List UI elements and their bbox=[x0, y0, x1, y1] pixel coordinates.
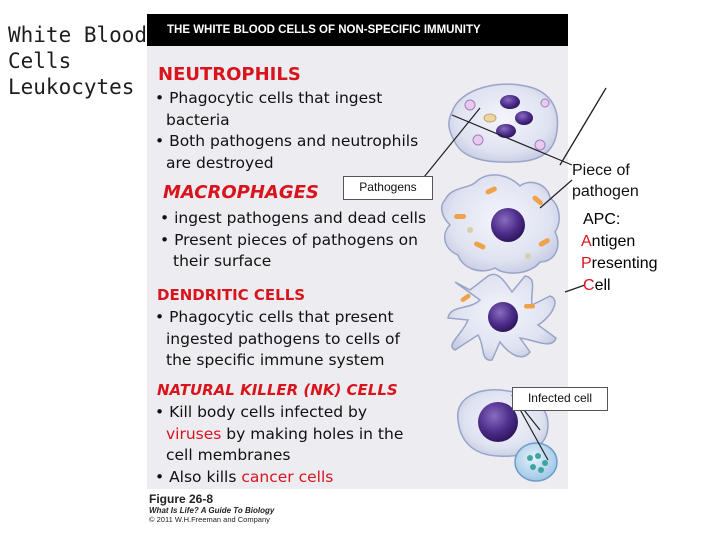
figure-caption: Figure 26-8 What Is Life? A Guide To Bio… bbox=[149, 492, 274, 524]
infected-cell-label: Infected cell bbox=[512, 387, 608, 411]
slide-title: White Blood Cells Leukocytes bbox=[8, 22, 147, 100]
neutrophils-line-2: bacteria bbox=[166, 110, 230, 129]
caption-figure: Figure 26-8 bbox=[149, 492, 214, 506]
neutrophils-heading: NEUTROPHILS bbox=[158, 64, 301, 85]
nk-line-1: • Kill body cells infected by bbox=[155, 403, 368, 421]
nk-line-2-rest: by making holes in the bbox=[221, 424, 404, 443]
apc-line-3: Presenting bbox=[581, 255, 658, 272]
slide-title-line-1: White Blood bbox=[8, 23, 148, 47]
dendritic-line-1: • Phagocytic cells that present bbox=[155, 308, 394, 326]
piece-of-pathogen-label: Piece of pathogen bbox=[572, 160, 639, 202]
slide-title-line-2: Cells bbox=[8, 49, 72, 73]
macrophages-line-2: • Present pieces of pathogens on bbox=[160, 230, 418, 249]
dendritic-heading: DENDRITIC CELLS bbox=[157, 286, 306, 304]
slide-title-line-3: Leukocytes bbox=[8, 75, 135, 99]
neutrophils-description: • Phagocytic cells that ingest bacteria … bbox=[155, 88, 418, 174]
dendritic-line-2: ingested pathogens to cells of bbox=[166, 329, 400, 348]
macrophages-line-1: • ingest pathogens and dead cells bbox=[160, 209, 427, 227]
neutrophils-line-4: are destroyed bbox=[166, 153, 274, 172]
nk-cancer-cells: cancer cells bbox=[241, 467, 334, 486]
macrophages-description: • ingest pathogens and dead cells • Pres… bbox=[160, 208, 426, 273]
nk-heading: NATURAL KILLER (NK) CELLS bbox=[157, 381, 398, 399]
neutrophils-line-3: • Both pathogens and neutrophils bbox=[155, 132, 419, 151]
apc-line-2: Antigen bbox=[581, 233, 636, 250]
nk-description: • Kill body cells infected by viruses by… bbox=[155, 402, 403, 488]
neutrophil-illustration bbox=[448, 83, 559, 163]
figure-header: THE WHITE BLOOD CELLS OF NON-SPECIFIC IM… bbox=[147, 14, 568, 46]
macrophages-heading: MACROPHAGES bbox=[163, 182, 319, 203]
caption-book: What Is Life? A Guide To Biology bbox=[149, 506, 275, 515]
piece-of-pathogen-line-1: Piece of bbox=[572, 162, 630, 179]
apc-label: APC: Antigen Presenting Cell bbox=[581, 209, 658, 297]
pathogens-label: Pathogens bbox=[343, 176, 433, 200]
nk-line-4-prefix: • Also kills bbox=[155, 467, 242, 486]
neutrophils-line-1: • Phagocytic cells that ingest bbox=[155, 89, 383, 107]
nk-line-3: cell membranes bbox=[166, 446, 291, 465]
dendritic-cell-illustration bbox=[447, 273, 557, 361]
caption-copyright: © 2011 W.H.Freeman and Company bbox=[149, 515, 270, 524]
dendritic-line-3: the specific immune system bbox=[166, 351, 385, 370]
nk-viruses: viruses bbox=[166, 424, 222, 443]
macrophages-line-3: their surface bbox=[173, 252, 272, 271]
dendritic-description: • Phagocytic cells that present ingested… bbox=[155, 307, 400, 372]
macrophage-illustration bbox=[440, 174, 560, 274]
apc-line-4: Cell bbox=[583, 277, 611, 294]
piece-of-pathogen-line-2: pathogen bbox=[572, 183, 639, 200]
apc-line-1: APC: bbox=[583, 211, 621, 228]
